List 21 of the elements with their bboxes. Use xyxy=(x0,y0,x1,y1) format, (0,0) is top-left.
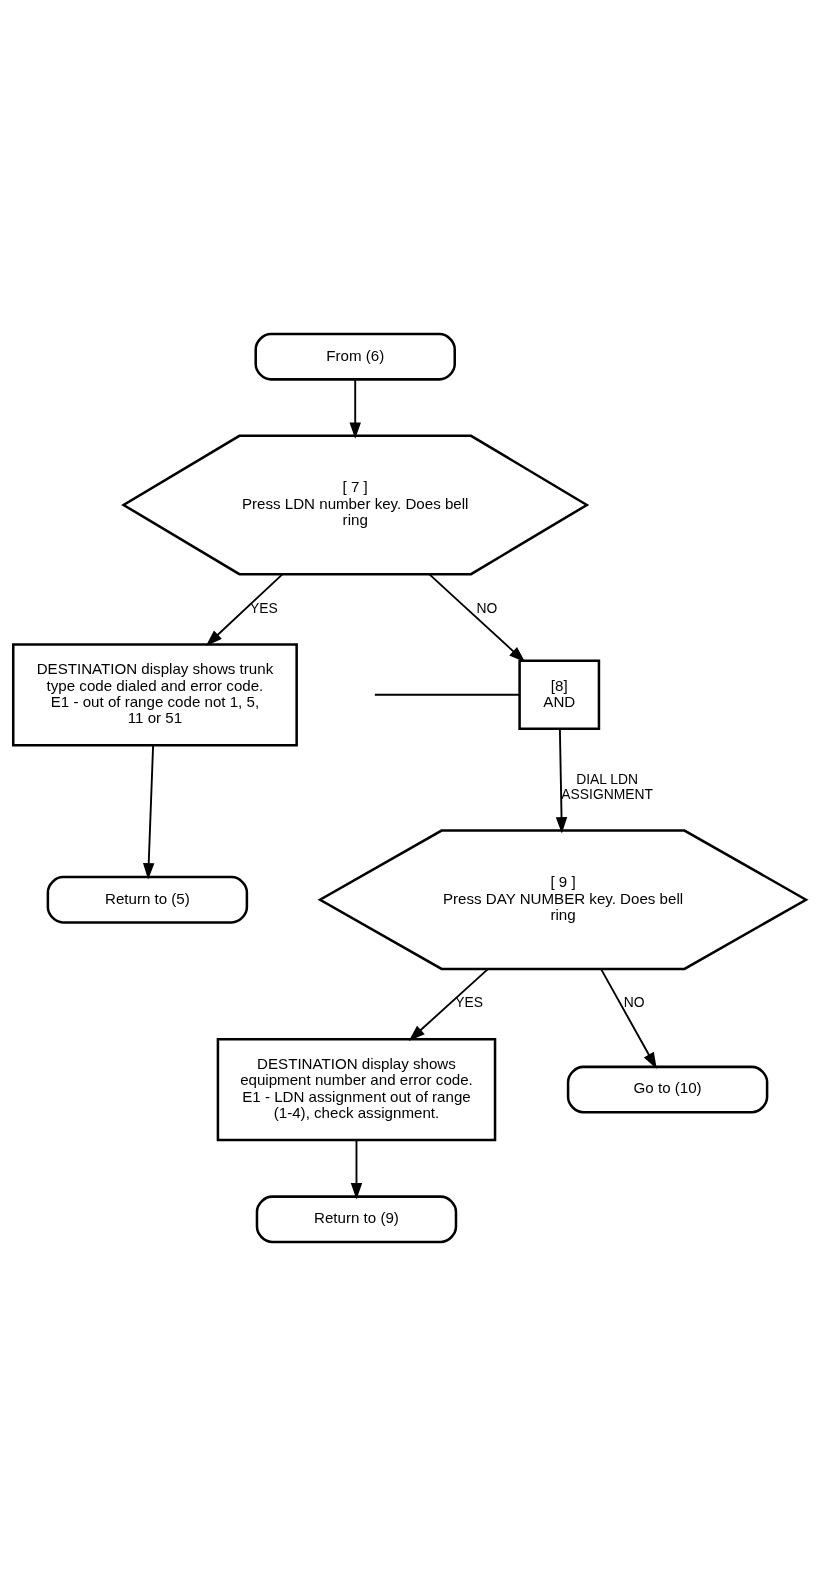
edge-label: DIAL LDN ASSIGNMENT xyxy=(561,770,653,802)
arrow xyxy=(600,967,657,1069)
node-box: Go to (10) xyxy=(566,1065,769,1113)
edge-label: YES xyxy=(250,599,278,616)
arrow xyxy=(205,572,284,646)
arrow xyxy=(555,727,568,834)
arrow xyxy=(142,744,155,879)
node-box: DESTINATION display shows equipment number and error code. E1 - LDN assignment out of range (1-4), check assignment. xyxy=(216,1037,497,1141)
arrow xyxy=(408,967,489,1041)
edge-label: NO xyxy=(623,993,645,1010)
edge-label: NO xyxy=(476,599,498,616)
connector xyxy=(373,693,521,696)
edge-label: YES xyxy=(455,993,484,1010)
node-box: From (6) xyxy=(254,332,456,381)
arrow xyxy=(349,378,361,439)
node-box: [8] AND xyxy=(518,659,601,730)
node-box: DESTINATION display shows trunk type code dialed and error code. E1 - out of range code not 1, 5, 11 or 51 xyxy=(12,642,298,746)
arrow xyxy=(350,1138,363,1199)
node-box: Return to (9) xyxy=(255,1194,458,1243)
arrow xyxy=(428,572,526,662)
node-box: Return to (5) xyxy=(46,875,249,924)
